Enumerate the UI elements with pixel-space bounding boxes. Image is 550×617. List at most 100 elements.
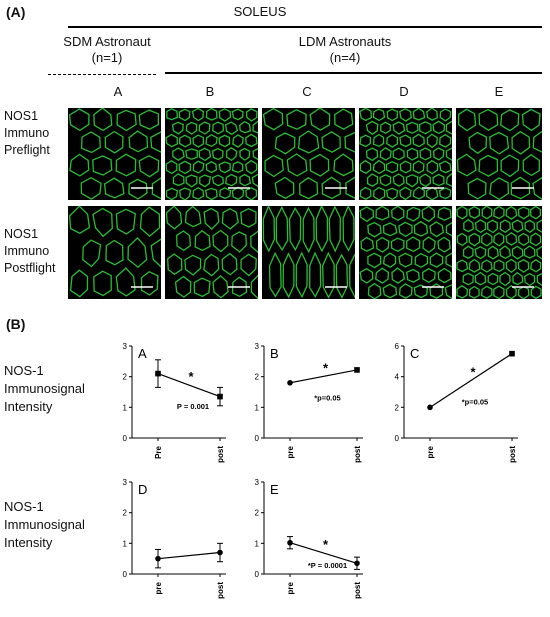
- cell-outline: [493, 259, 505, 273]
- cell-outline: [68, 108, 90, 132]
- cell-outline: [422, 236, 436, 254]
- cell-outline: [530, 259, 542, 273]
- cell-outline: [80, 131, 101, 154]
- x-tick-label: pre: [154, 581, 163, 594]
- cell-outline: [468, 285, 480, 299]
- cell-outline: [405, 174, 419, 188]
- cell-outline: [165, 206, 183, 230]
- cell-outline: [321, 131, 341, 153]
- cell-outline: [426, 108, 438, 121]
- cell-outline: [105, 239, 124, 266]
- cell-outline: [474, 219, 487, 234]
- cell-outline: [489, 177, 510, 200]
- cell-outline: [382, 252, 397, 268]
- micrograph-b-postflight: [165, 206, 258, 299]
- cell-outline: [419, 147, 432, 161]
- cell-outline: [359, 159, 372, 175]
- cell-outline: [444, 284, 452, 299]
- chart-panel-letter: B: [270, 346, 279, 361]
- y-tick-label: 3: [255, 478, 260, 487]
- cell-outline: [406, 206, 421, 222]
- cell-membranes: [359, 108, 452, 200]
- cell-outline: [392, 121, 406, 135]
- cell-outline: [203, 253, 220, 277]
- cell-outline: [429, 221, 445, 238]
- cell-outline: [286, 153, 308, 177]
- panel-b-letter: (B): [6, 316, 26, 332]
- cell-outline: [512, 271, 524, 286]
- cell-outline: [413, 220, 429, 237]
- cell-outline: [321, 176, 341, 200]
- cell-outline: [198, 121, 211, 135]
- cell-outline: [493, 206, 505, 220]
- cell-outline: [493, 285, 505, 299]
- cell-outline: [128, 130, 149, 153]
- cell-outline: [511, 130, 531, 155]
- cell-membranes: [456, 206, 542, 299]
- cell-outline: [505, 258, 517, 274]
- cell-outline: [385, 161, 399, 174]
- cell-outline: [489, 131, 510, 155]
- cell-outline: [274, 176, 295, 199]
- cell-outline: [165, 187, 179, 200]
- cell-outline: [203, 207, 220, 231]
- cell-outline: [517, 206, 530, 220]
- cell-outline: [225, 173, 238, 187]
- chart-panel-letter: A: [138, 346, 147, 361]
- micrograph-a-preflight: [68, 108, 161, 200]
- x-tick-label: pre: [286, 581, 295, 594]
- cell-outline: [93, 108, 113, 132]
- cell-outline: [299, 177, 319, 200]
- cell-outline: [252, 120, 258, 134]
- cell-outline: [463, 218, 474, 233]
- series-line: [429, 353, 513, 408]
- cell-outline: [500, 154, 520, 178]
- cell-outline: [437, 236, 451, 253]
- cell-outline: [511, 219, 524, 233]
- row-label-preflight-line3: Preflight: [4, 143, 50, 157]
- cell-outline: [478, 154, 499, 177]
- p-value-annotation: *p=0.05: [314, 393, 340, 402]
- ylabel-row1: NOS-1 Immunosignal Intensity: [4, 362, 85, 416]
- cell-outline: [231, 231, 247, 253]
- cell-outline: [505, 206, 518, 220]
- cell-outline: [251, 173, 258, 188]
- cell-outline: [532, 177, 542, 200]
- cell-outline: [69, 153, 90, 177]
- cell-outline: [532, 130, 542, 153]
- micrograph-c-preflight: [262, 108, 355, 200]
- cell-outline: [375, 206, 390, 221]
- row-label-postflight-line1: NOS1: [4, 227, 39, 241]
- cell-outline: [262, 206, 276, 253]
- cell-outline: [418, 173, 431, 188]
- cell-outline: [529, 232, 542, 247]
- cell-outline: [231, 186, 245, 200]
- row-label-postflight-line2: Immuno: [4, 244, 50, 258]
- cell-outline: [359, 206, 375, 223]
- cell-outline: [536, 272, 542, 287]
- chart-panel-letter: D: [138, 482, 147, 497]
- cell-outline: [468, 131, 488, 155]
- cell-outline: [274, 132, 296, 155]
- cell-outline: [232, 134, 244, 148]
- muscle-title: SOLEUS: [233, 4, 287, 19]
- x-tick-label: post: [508, 446, 517, 463]
- cell-outline: [360, 236, 375, 252]
- cell-outline: [221, 252, 238, 276]
- cell-outline: [437, 267, 452, 284]
- cell-outline: [372, 159, 386, 175]
- cell-outline: [468, 232, 481, 247]
- cell-outline: [367, 221, 382, 238]
- cell-outline: [518, 232, 530, 247]
- cell-outline: [116, 109, 137, 132]
- cell-outline: [399, 108, 412, 122]
- cell-outline: [288, 206, 302, 252]
- cell-outline: [179, 134, 192, 148]
- cell-outline: [468, 206, 481, 219]
- cell-outline: [359, 108, 373, 122]
- significance-star: *: [323, 537, 329, 552]
- y-tick-label: 3: [123, 342, 128, 351]
- cell-outline: [426, 186, 439, 200]
- p-value-annotation: *p=0.05: [462, 398, 488, 407]
